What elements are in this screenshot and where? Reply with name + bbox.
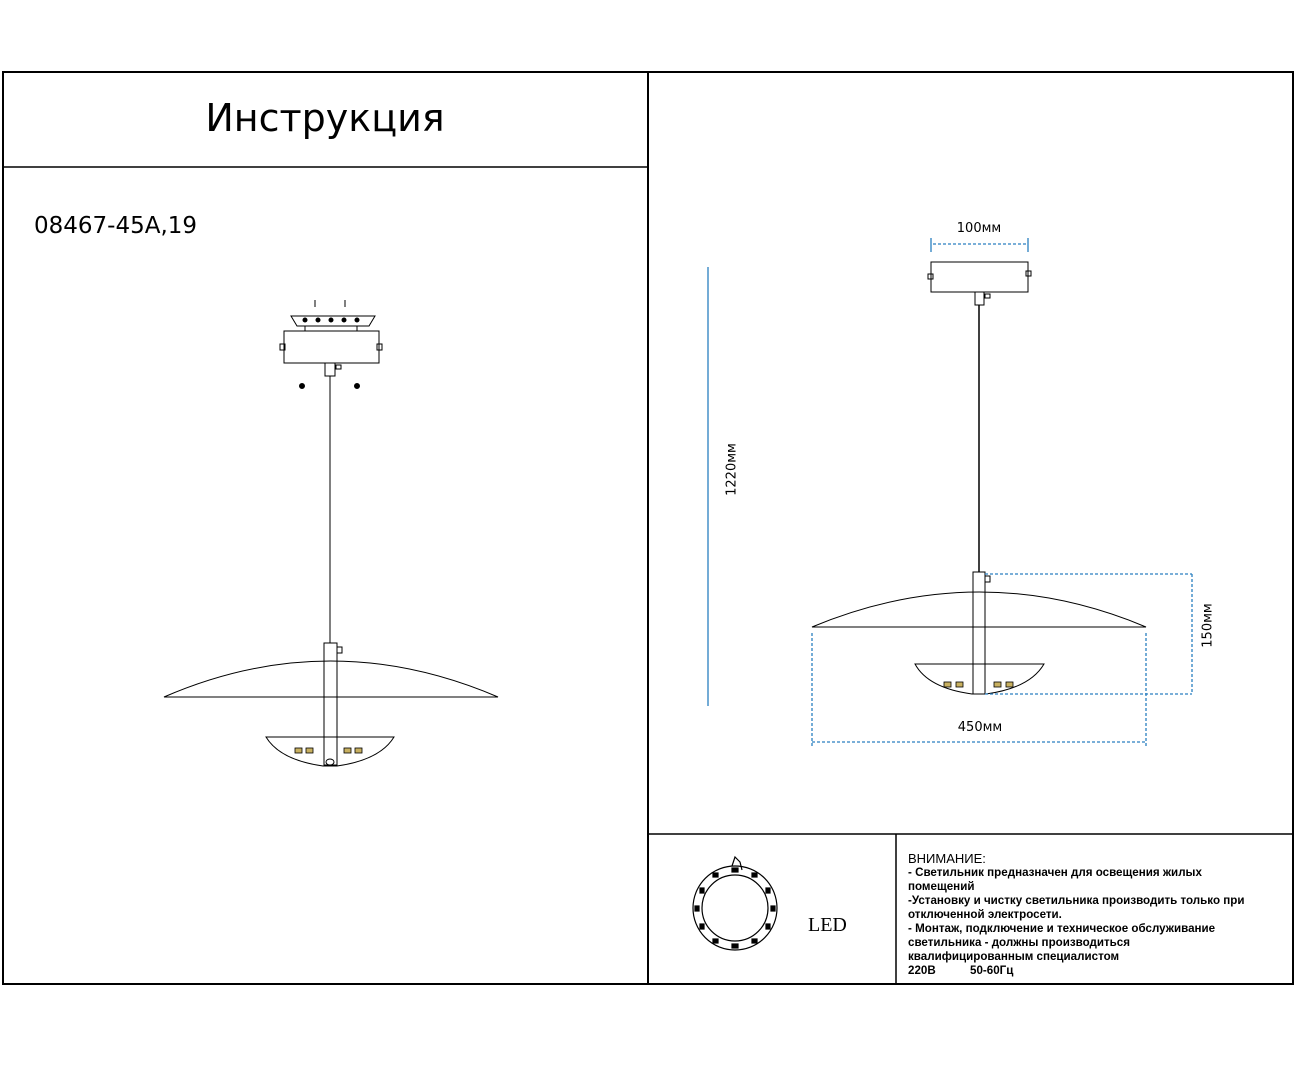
power-spec: 220В 50-60Гц [908, 964, 1244, 978]
warning-line: помещений [908, 880, 975, 893]
lower-bowl-side [914, 663, 1045, 695]
led-chips [294, 747, 363, 754]
assembly-drawing [163, 300, 499, 767]
shade-height-label: 150мм [1200, 603, 1216, 648]
warning-heading: ВНИМАНИЕ: [908, 851, 986, 866]
canopy [283, 330, 380, 364]
lower-bowl [265, 736, 395, 767]
total-height-label: 1220мм [724, 443, 740, 496]
led-ring-icon [692, 855, 778, 951]
model-number: 08467-45A,19 [34, 213, 198, 239]
warning-line: -Установку и чистку светильника производ… [908, 894, 1245, 907]
warning-line: - Светильник предназначен для освещения … [908, 866, 1202, 879]
led-legend-label: LED [808, 914, 847, 936]
warning-block: ВНИМАНИЕ: - Светильник предназначен для … [908, 852, 1244, 978]
shade-diameter-label: 450мм [957, 720, 1003, 735]
voltage-value: 220В [908, 964, 936, 977]
mounting-screws [302, 300, 360, 331]
canopy-side [930, 261, 1029, 293]
dimension-lines [707, 238, 1193, 748]
upper-shade-side [811, 591, 1147, 628]
warning-line: - Монтаж, подключение и техническое обсл… [908, 922, 1216, 935]
warning-line: светильника - должны производиться [908, 936, 1131, 949]
canopy-width-label: 100мм [956, 221, 1002, 236]
dimension-drawing [811, 261, 1147, 695]
warning-line: отключенной электросети. [908, 908, 1062, 921]
frequency-value: 50-60Гц [970, 964, 1014, 977]
warning-line: квалифицированным специалистом [908, 950, 1120, 963]
page-title: Инструкция [205, 96, 445, 140]
upper-shade [163, 660, 499, 698]
